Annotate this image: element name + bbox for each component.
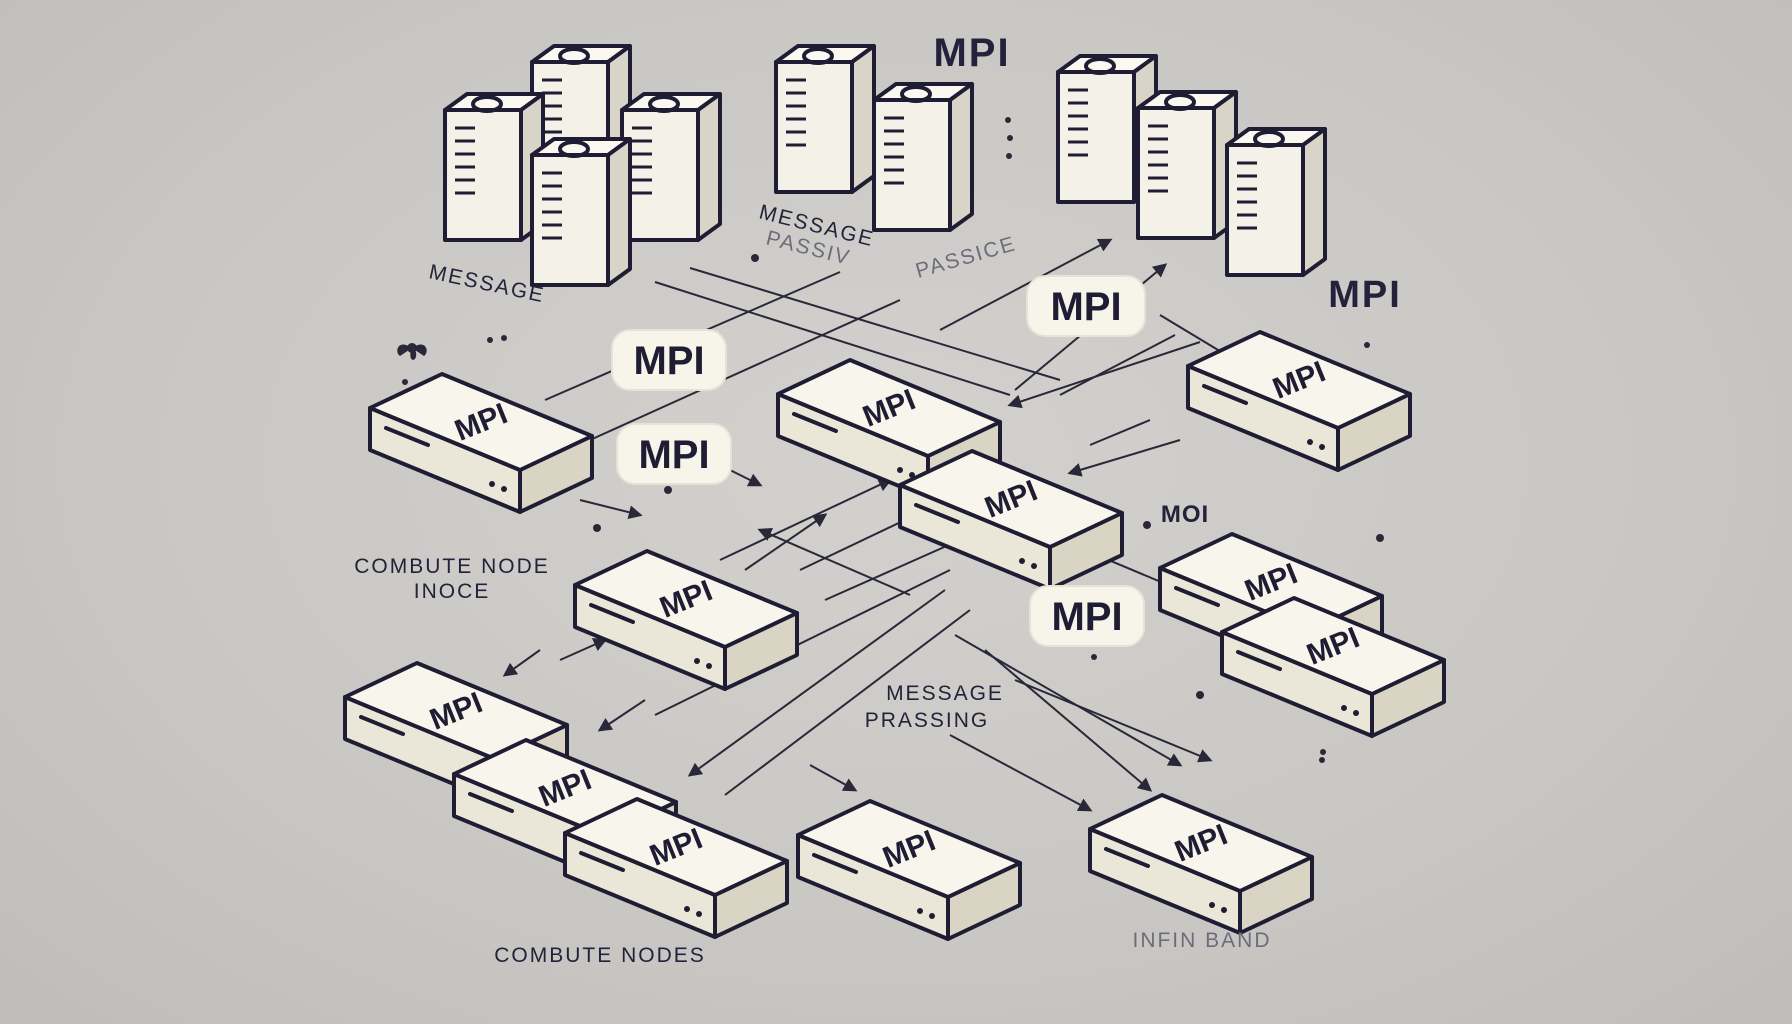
connection-line <box>757 528 911 596</box>
server-tower <box>443 92 545 242</box>
connection-line <box>1089 419 1151 446</box>
connection-line <box>597 699 646 732</box>
mpi-bubble-text: MPI <box>1051 595 1122 639</box>
fan-icon <box>397 343 427 360</box>
connection-line <box>502 649 541 677</box>
passive-label: PASSICE <box>913 232 1019 283</box>
connection-line <box>949 734 1093 812</box>
connection-line <box>654 281 1011 396</box>
mpi-bubble-text: MPI <box>1050 285 1121 329</box>
mpi-bubble: MPI <box>1029 585 1145 647</box>
server-tower <box>620 92 722 242</box>
connection-line <box>984 649 1153 792</box>
server-tower <box>774 44 876 194</box>
connection-line <box>1067 439 1181 477</box>
connection-line <box>939 238 1113 331</box>
connection-line <box>1007 341 1201 409</box>
connection-line <box>1014 679 1213 763</box>
compute-node: MPI <box>563 797 789 939</box>
connection-line <box>724 609 971 796</box>
mpi-bubble: MPI <box>611 329 727 391</box>
server-tower <box>872 82 974 232</box>
connection-line <box>559 638 608 661</box>
connection-line <box>689 267 1061 381</box>
connection-line <box>579 499 643 520</box>
connection-line <box>1059 334 1176 396</box>
connection-line <box>687 589 946 777</box>
message-label-left: MESSAGE <box>427 260 547 307</box>
compute-node: MPI <box>796 799 1022 941</box>
compute-node: MPI <box>1220 596 1446 738</box>
server-towers <box>443 44 1327 287</box>
connection-line <box>744 513 828 571</box>
mpi-bubble: MPI <box>1026 275 1146 337</box>
mpi-bubble-text: MPI <box>633 339 704 383</box>
compute-node: MPI <box>573 549 799 691</box>
server-tower <box>530 137 632 287</box>
server-tower <box>1136 90 1238 240</box>
message-passing-sublabel: PRASSING <box>865 709 990 732</box>
top-title: MPI <box>933 31 1010 75</box>
connection-line <box>809 764 858 792</box>
compute-node-sublabel: INOCE <box>414 580 491 603</box>
compute-node: MPI <box>1186 330 1412 472</box>
infiniband-label: INFIN BAND <box>1132 929 1271 952</box>
compute-node: MPI <box>368 372 594 514</box>
connection-line <box>654 569 951 716</box>
mpi-label-right: MPI <box>1328 274 1402 316</box>
server-tower <box>1056 54 1158 204</box>
mpi-bubble-text: MPI <box>638 433 709 477</box>
server-tower <box>1225 127 1327 277</box>
connection-line <box>719 478 893 561</box>
compute-nodes-label: COMBUTE NODES <box>494 944 706 967</box>
connection-line <box>589 299 901 441</box>
compute-node: MPI <box>898 449 1124 591</box>
decorative-dots <box>402 117 1384 763</box>
message-passing-label: MESSAGE <box>886 682 1004 705</box>
small-mpi-label: MOI <box>1161 501 1209 528</box>
compute-node: MPI <box>1088 793 1314 935</box>
compute-node-label: COMBUTE NODE <box>354 555 550 578</box>
mpi-bubble: MPI <box>616 423 732 485</box>
